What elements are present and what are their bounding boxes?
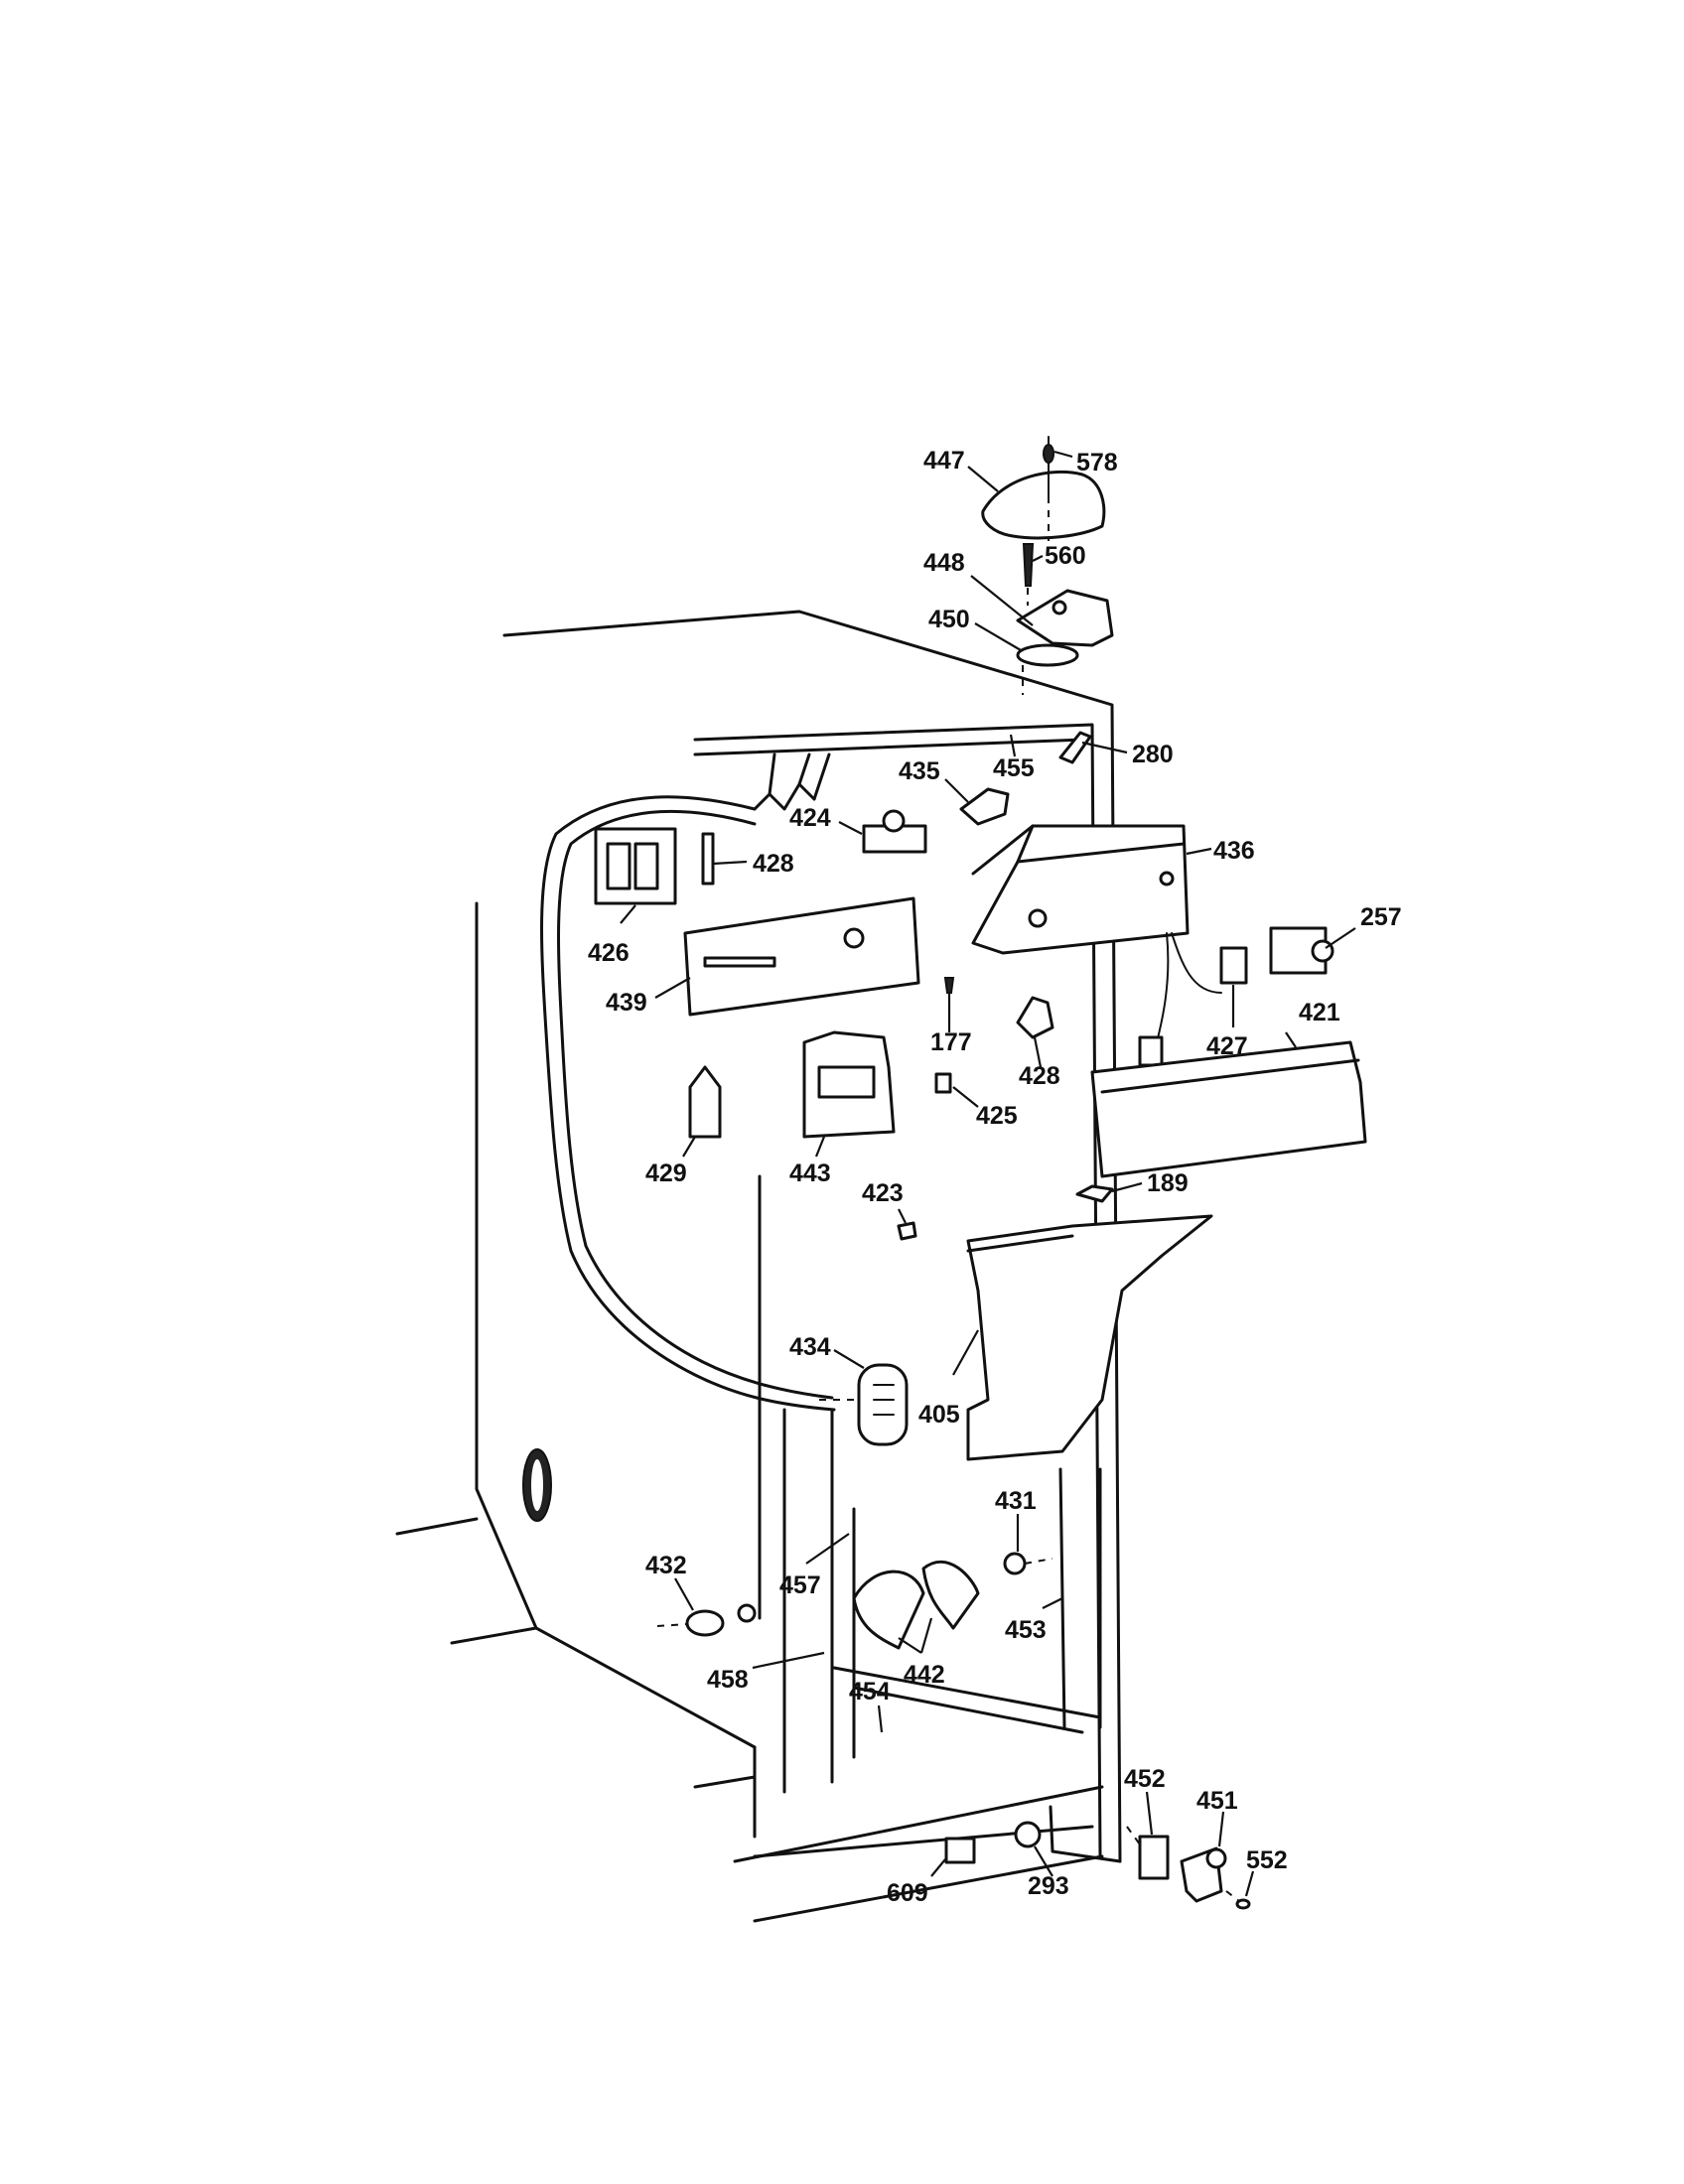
hinge-shim-450 [1016,643,1079,667]
callout-453: 453 [1005,1616,1047,1644]
control-housing-436 [971,824,1190,955]
part-189 [1075,1184,1114,1203]
wire-cover-280 [1058,731,1092,764]
callout-424: 424 [789,804,831,832]
callout-457: 457 [779,1571,821,1599]
part-431 [1003,1552,1027,1575]
grille-434 [857,1363,909,1446]
part-428-top [701,832,715,886]
callout-429: 429 [645,1160,687,1187]
callout-552: 552 [1246,1846,1288,1874]
bracket-443 [802,1030,896,1139]
part-432 [685,1603,757,1637]
callout-425: 425 [976,1102,1018,1130]
part-293 [1014,1821,1042,1848]
rail-421 [1090,1040,1367,1178]
callout-442: 442 [904,1661,945,1689]
callout-451: 451 [1196,1787,1238,1815]
callout-458: 458 [707,1666,749,1694]
callout-labels: 578 447 560 448 450 455 280 435 424 436 … [588,447,1402,1907]
callout-436: 436 [1213,837,1255,865]
callout-434: 434 [789,1333,831,1361]
callout-609: 609 [887,1879,928,1907]
screw-552 [1235,1898,1251,1910]
callout-280: 280 [1132,741,1174,768]
callout-428-knob: 428 [1019,1062,1060,1090]
knob-428 [1016,996,1054,1039]
bracket-439 [683,896,920,1017]
top-hinge-448 [1016,589,1114,647]
housing-405 [966,1214,1213,1461]
callout-177: 177 [930,1028,972,1056]
callout-452: 452 [1124,1765,1166,1793]
callout-448: 448 [923,549,965,577]
part-435 [959,787,1010,826]
damper-442 [852,1560,980,1650]
part-424 [862,809,927,854]
part-609 [944,1837,976,1864]
callout-426: 426 [588,939,630,967]
callout-427: 427 [1206,1032,1248,1060]
callout-455: 455 [993,754,1035,782]
callout-432: 432 [645,1552,687,1579]
screw-177 [943,977,955,994]
callout-421: 421 [1299,999,1340,1026]
callout-443: 443 [789,1160,831,1187]
cabinet-outline [395,610,1122,1923]
assembly-lines [656,496,1240,1902]
callout-257: 257 [1360,903,1402,931]
callout-293: 293 [1028,1872,1069,1900]
part-425 [934,1072,952,1094]
callout-405: 405 [918,1401,960,1429]
callout-560: 560 [1045,542,1086,570]
hinge-screw-560 [1022,543,1035,587]
screw-578 [1043,444,1054,464]
callout-439: 439 [606,989,647,1017]
part-452 [1138,1835,1170,1880]
callout-189: 189 [1147,1169,1189,1197]
callout-578: 578 [1076,449,1118,477]
hinge-451 [1180,1846,1227,1903]
switch-426 [594,827,677,905]
callout-431: 431 [995,1487,1037,1515]
callout-435: 435 [899,757,940,785]
callout-454: 454 [849,1678,891,1706]
timer-257 [1269,926,1334,975]
leader-lines [620,450,1356,1897]
wire-harness-427 [1138,932,1248,1067]
part-423 [897,1221,917,1241]
callout-447: 447 [923,447,965,475]
callout-428-top: 428 [753,850,794,878]
callout-450: 450 [928,606,970,633]
bracket-429 [688,1065,722,1139]
callout-423: 423 [862,1179,904,1207]
